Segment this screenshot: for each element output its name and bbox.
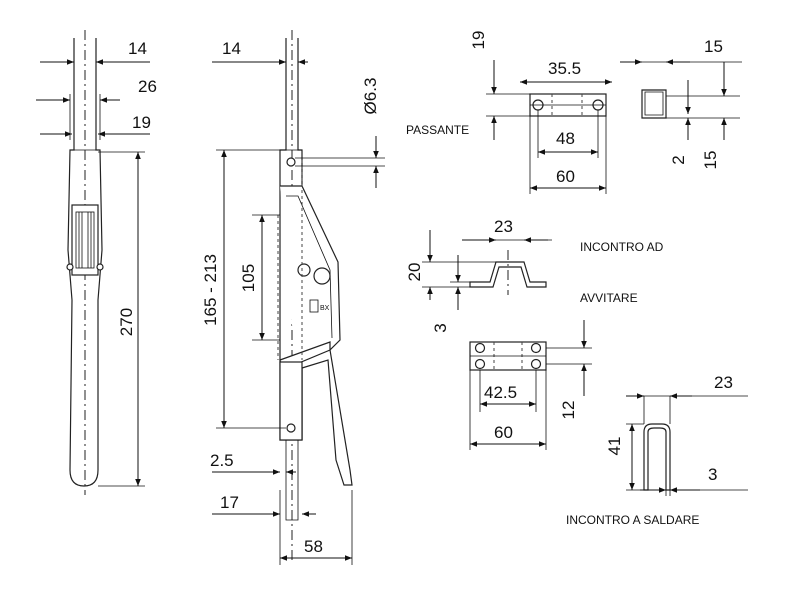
incontro-saldare-view	[626, 393, 748, 496]
side-view: BX	[212, 30, 385, 565]
dim-hole-diameter: Ø6.3	[361, 78, 380, 115]
dim-passante-inner: 35.5	[548, 59, 581, 78]
dim-hole-spacing: 105	[239, 264, 258, 292]
label-incontro-saldare: INCONTRO A SALDARE	[566, 513, 699, 527]
incontro-avvitare-view	[422, 230, 592, 450]
dim-avvitare-thickness: 3	[431, 323, 450, 332]
dim-side-offset-17: 17	[220, 493, 239, 512]
dim-front-top-width: 14	[128, 39, 147, 58]
dim-avvitare-hole-spacing: 42.5	[484, 383, 517, 402]
dim-front-width-19: 19	[132, 113, 151, 132]
passante-view	[486, 59, 742, 194]
label-avvitare: AVVITARE	[580, 291, 638, 305]
label-incontro-ad: INCONTRO AD	[580, 240, 664, 254]
dim-avvitare-length: 60	[494, 423, 513, 442]
dim-avvitare-height: 20	[405, 263, 424, 282]
dim-side-offset-2-5: 2.5	[210, 451, 234, 470]
dim-passante-side-width: 15	[704, 37, 723, 56]
svg-text:BX: BX	[320, 305, 330, 312]
dim-passante-hole-spacing: 48	[556, 129, 575, 148]
dim-passante-thickness: 2	[669, 155, 688, 164]
dim-saldare-width: 23	[714, 373, 733, 392]
dim-avvitare-width: 23	[494, 217, 513, 236]
dim-side-depth: 58	[304, 537, 323, 556]
dim-passante-height: 19	[469, 31, 488, 50]
dim-passante-length: 60	[556, 167, 575, 186]
dim-hole-spacing-range: 165 - 213	[201, 254, 220, 326]
dim-avvitare-depth: 12	[559, 401, 578, 420]
label-passante: PASSANTE	[406, 123, 469, 137]
dim-front-width-26: 26	[138, 77, 157, 96]
dim-saldare-height: 41	[605, 437, 624, 456]
dim-side-top-offset: 14	[222, 39, 241, 58]
dim-saldare-thickness: 3	[708, 465, 717, 484]
front-view	[36, 30, 150, 495]
dim-front-length: 270	[117, 308, 136, 336]
dim-passante-side-height: 15	[701, 151, 720, 170]
